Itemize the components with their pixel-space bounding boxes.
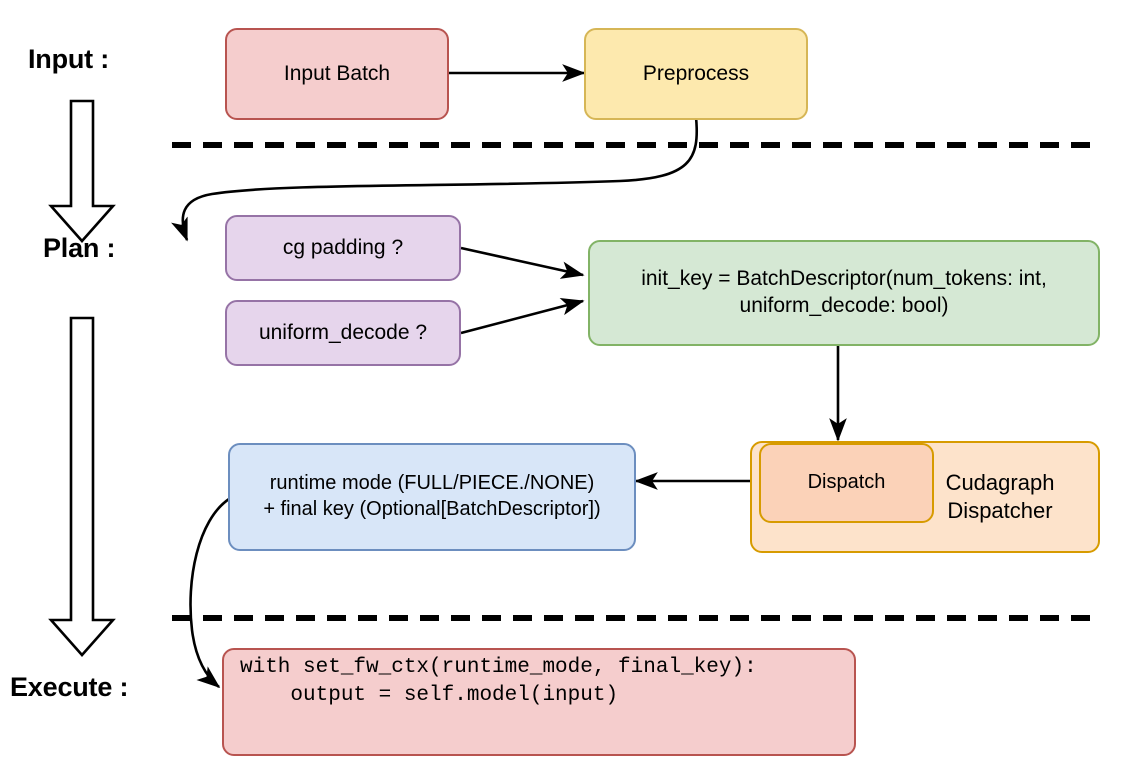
- stage-label-execute: Execute :: [10, 672, 129, 702]
- runtime-mode-line-1: runtime mode (FULL/PIECE./NONE): [269, 472, 595, 495]
- node-uniform-decode[interactable]: uniform_decode ?: [225, 300, 461, 366]
- node-dispatch[interactable]: Dispatch: [759, 443, 934, 523]
- node-execute-code[interactable]: with set_fw_ctx(runtime_mode, final_key)…: [222, 648, 856, 756]
- execute-code-line-1: with set_fw_ctx(runtime_mode, final_key)…: [240, 656, 757, 679]
- plan-to-execute-arrow: [48, 316, 116, 657]
- cudagraph-dispatcher-label: Cudagraph Dispatcher: [945, 470, 1055, 524]
- stage-label-plan: Plan :: [43, 233, 116, 263]
- input-to-plan-arrow: [48, 99, 116, 243]
- edge-uniform-decode-to-init-key: [460, 297, 585, 335]
- node-preprocess[interactable]: Preprocess: [584, 28, 808, 120]
- stage-label-input: Input :: [28, 44, 110, 74]
- runtime-mode-line-2: + final key (Optional[BatchDescriptor]): [263, 498, 601, 520]
- node-cg-padding[interactable]: cg padding ?: [225, 215, 461, 281]
- node-init-key[interactable]: init_key = BatchDescriptor(num_tokens: i…: [588, 240, 1100, 346]
- edge-cg-padding-to-init-key: [460, 246, 585, 279]
- node-input-batch[interactable]: Input Batch: [225, 28, 449, 120]
- execute-code-line-2: output = self.model(input): [240, 684, 619, 708]
- node-runtime-mode[interactable]: runtime mode (FULL/PIECE./NONE) + final …: [228, 443, 636, 551]
